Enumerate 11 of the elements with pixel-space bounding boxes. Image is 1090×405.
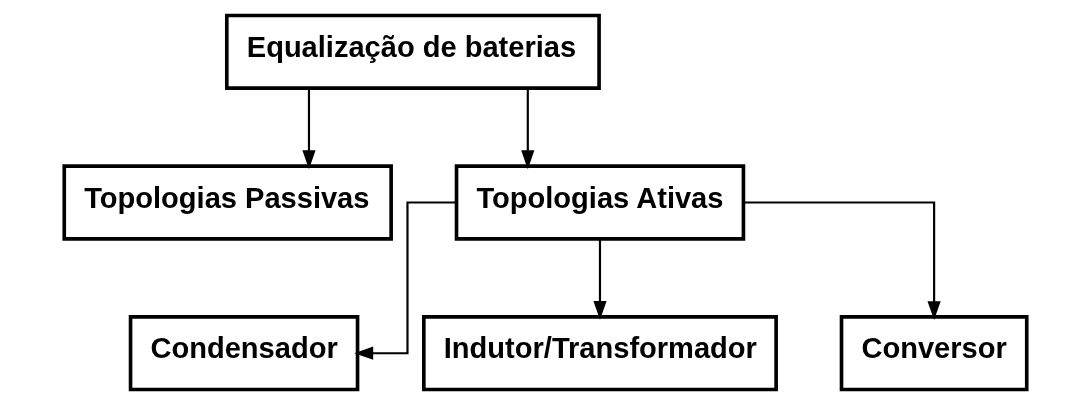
- node-box: Topologias Ativas: [454, 164, 745, 241]
- node-box: Condensador: [128, 315, 359, 392]
- node-box: Equalização de baterias: [224, 13, 601, 90]
- node-box: Topologias Passivas: [61, 164, 393, 241]
- node-box: Indutor/Transformador: [421, 315, 778, 392]
- arrow: [743, 201, 941, 321]
- arrow: [353, 201, 456, 360]
- node-box: Conversor: [839, 315, 1029, 392]
- arrow: [301, 88, 316, 170]
- arrow: [592, 239, 607, 320]
- arrow: [520, 88, 534, 170]
